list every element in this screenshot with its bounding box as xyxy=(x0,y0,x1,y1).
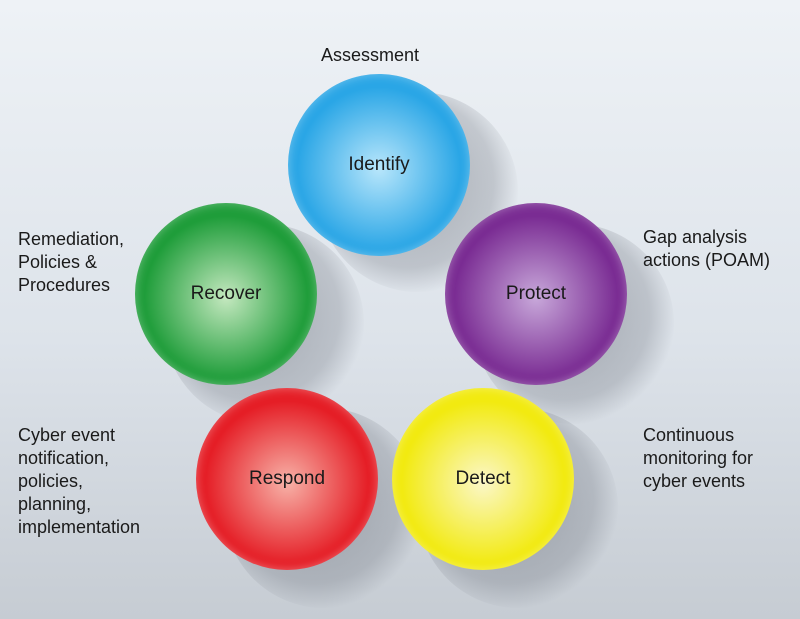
recover-annotation: Remediation, Policies & Procedures xyxy=(18,229,125,295)
respond-annotation: Cyber event notification, policies, plan… xyxy=(18,425,141,537)
recover-node: Recover xyxy=(135,203,317,385)
identify-annotation: Assessment xyxy=(321,45,420,65)
detect-annotation: Continuous monitoring for cyber events xyxy=(643,425,754,491)
detect-node: Detect xyxy=(392,388,574,570)
detect-label: Detect xyxy=(455,468,511,489)
respond-label: Respond xyxy=(248,468,326,489)
identify-label: Identify xyxy=(348,154,410,175)
protect-label: Protect xyxy=(505,283,567,304)
recover-label: Recover xyxy=(190,283,262,304)
protect-node: Protect xyxy=(445,203,627,385)
protect-annotation: Gap analysis actions (POAM) xyxy=(643,227,771,270)
respond-node: Respond xyxy=(196,388,378,570)
identify-node: Identify xyxy=(288,74,470,256)
